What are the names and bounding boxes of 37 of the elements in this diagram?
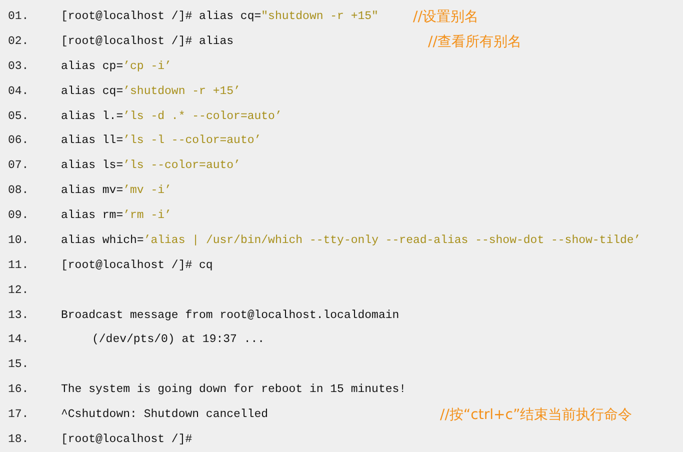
line-number: 14.: [8, 332, 29, 348]
code-line: alias rm=’rm -i’: [61, 208, 172, 224]
code-comment: //按“ctrl+c”结束当前执行命令: [440, 407, 632, 424]
line-number: 04.: [8, 84, 29, 100]
line-number: 10.: [8, 232, 29, 249]
line-number: 18.: [8, 432, 29, 448]
code-line: (/dev/pts/0) at 19:37 ...: [92, 332, 265, 348]
code-line: alias mv=’mv -i’: [61, 183, 172, 200]
line-number: 12.: [8, 282, 29, 299]
line-number: 01.: [8, 9, 29, 25]
code-line: alias cq=’shutdown -r +15’: [61, 84, 240, 100]
code-line: [root@localhost /]# cq: [61, 258, 213, 274]
code-line: [root@localhost /]# alias cq=″shutdown -r +15″: [61, 9, 378, 25]
line-number: 17.: [8, 407, 29, 424]
line-number: 16.: [8, 382, 29, 398]
code-line: alias which=’alias | /usr/bin/which --tty-only --read-alias --show-dot --show-tilde’: [61, 232, 641, 249]
code-line: alias ls=’ls --color=auto’: [61, 158, 240, 174]
code-line: ^Cshutdown: Shutdown cancelled: [61, 407, 268, 424]
line-number: 05.: [8, 108, 29, 125]
code-line: alias l.=’ls -d .* --color=auto’: [61, 108, 282, 125]
code-line: alias cp=’cp -i’: [61, 58, 172, 75]
line-number: 02.: [8, 34, 29, 50]
code-line: Broadcast message from root@localhost.localdomain: [61, 308, 400, 324]
line-number: 03.: [8, 58, 29, 75]
line-number: 08.: [8, 183, 29, 200]
line-number: 15.: [8, 357, 29, 374]
code-comment: //查看所有别名: [428, 34, 522, 50]
line-number: 07.: [8, 158, 29, 174]
code-comment: //设置别名: [413, 9, 478, 25]
line-number: 11.: [8, 258, 29, 274]
line-number: 06.: [8, 133, 29, 150]
code-line: [root@localhost /]# alias: [61, 34, 234, 50]
line-number: 09.: [8, 208, 29, 224]
code-line: [root@localhost /]#: [61, 432, 192, 448]
code-line: alias ll=’ls -l --color=auto’: [61, 133, 262, 150]
line-number: 13.: [8, 308, 29, 324]
code-line: The system is going down for reboot in 15 minutes!: [61, 382, 406, 398]
